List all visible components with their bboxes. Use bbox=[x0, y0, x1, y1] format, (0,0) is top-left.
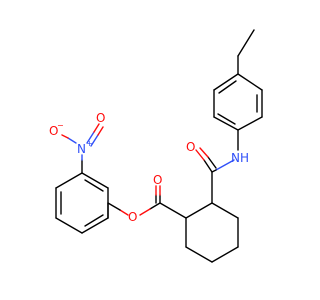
nitro-group bbox=[61, 123, 104, 174]
amide-nh-label: NH bbox=[231, 151, 249, 165]
ethyl-group bbox=[237, 29, 255, 75]
cyclohexane-ring bbox=[185, 171, 239, 263]
nitro-nitrogen-label: N bbox=[77, 142, 86, 156]
ester-carbonyl-oxygen-label: O bbox=[153, 173, 162, 187]
ester-bridge-oxygen-label: O bbox=[128, 210, 137, 224]
nitro-oxygen-double-label: O bbox=[96, 111, 105, 125]
amide-carbonyl-oxygen-label: O bbox=[186, 140, 195, 154]
amide-linkage bbox=[195, 129, 239, 173]
nitro-nitrogen-charge-label: + bbox=[86, 139, 93, 148]
molecule-structure: O − N + O O O O NH bbox=[49, 29, 263, 263]
ethylphenyl-ring bbox=[213, 73, 263, 131]
nitro-oxygen-anion-label: O bbox=[49, 124, 58, 138]
nitro-oxygen-charge-label: − bbox=[57, 121, 64, 130]
nitrophenyl-ring bbox=[55, 172, 109, 234]
ester-group bbox=[107, 185, 187, 219]
